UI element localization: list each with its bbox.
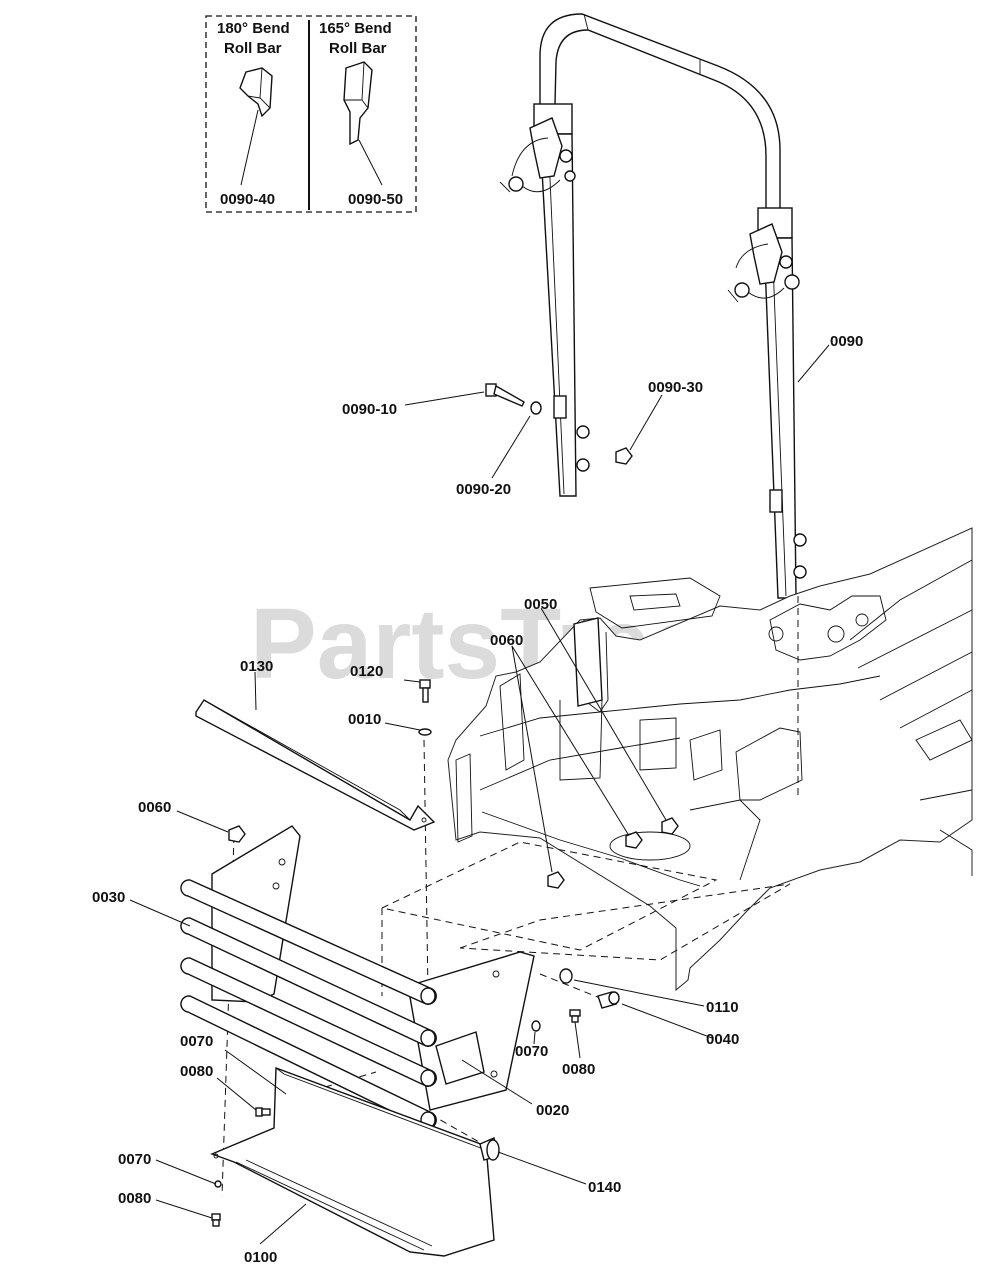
- bumper-tubes: [180, 879, 437, 1129]
- callout-0070-mid: 0070: [515, 1043, 548, 1060]
- roll-bar-bracket-165-icon: [343, 61, 373, 146]
- callout-0050: 0050: [524, 596, 557, 613]
- callout-0060-left: 0060: [138, 799, 171, 816]
- bumper-0030: [180, 825, 535, 1129]
- tractor-frame: [447, 527, 973, 992]
- inset-left-part-label: 0090-40: [220, 191, 275, 208]
- shield-0130: [195, 699, 436, 831]
- bolt-0080-bottom: [211, 1213, 221, 1227]
- washer-0070-mid: [531, 1020, 541, 1032]
- callout-0090: 0090: [830, 333, 863, 350]
- bolt-0080-mid: [569, 1009, 581, 1023]
- bolt-0040: [597, 991, 620, 1009]
- washer-0010: [418, 728, 432, 736]
- plug-0140: [479, 1137, 500, 1161]
- inset-left-title-1: 180° Bend: [217, 20, 290, 37]
- callout-0030: 0030: [92, 889, 125, 906]
- nut-0060-a: [625, 831, 643, 849]
- inset-left-title-2: Roll Bar: [224, 40, 282, 57]
- bolt-0080-left: [255, 1107, 271, 1117]
- bolt-0090-10: [485, 383, 525, 407]
- callout-0100: 0100: [244, 1249, 277, 1266]
- nut-0090-30: [615, 447, 633, 465]
- roll-bar: [499, 13, 807, 599]
- callout-0080-mid: 0080: [562, 1061, 595, 1078]
- washer-0090-20: [530, 401, 542, 415]
- callout-0120: 0120: [350, 663, 383, 680]
- plate-0100: [210, 1067, 495, 1257]
- callout-0010: 0010: [348, 711, 381, 728]
- inset-right-title-1: 165° Bend: [319, 20, 392, 37]
- callout-0090-30: 0090-30: [648, 379, 703, 396]
- leader-lines: [129, 344, 830, 1245]
- callout-0070-left: 0070: [180, 1033, 213, 1050]
- callout-0020: 0020: [536, 1102, 569, 1119]
- callout-0130: 0130: [240, 658, 273, 675]
- inset-right-title-2: Roll Bar: [329, 40, 387, 57]
- callout-0060-top: 0060: [490, 632, 523, 649]
- callout-0140: 0140: [588, 1179, 621, 1196]
- nut-0060-b: [547, 871, 565, 889]
- callout-0070-bottom: 0070: [118, 1151, 151, 1168]
- roll-bar-bracket-180-icon: [239, 67, 273, 118]
- callout-0080-left: 0080: [180, 1063, 213, 1080]
- callout-labels: 0090 0090-10 0090-20 0090-30 0050 0060 0…: [92, 333, 863, 1266]
- callout-0110: 0110: [706, 999, 739, 1016]
- inset-box: 180° Bend Roll Bar 165° Bend Roll Bar 00…: [205, 15, 417, 213]
- washer-0110: [559, 968, 573, 984]
- callout-0080-bottom: 0080: [118, 1190, 151, 1207]
- callout-0090-10: 0090-10: [342, 401, 397, 418]
- bolt-0120: [419, 679, 431, 703]
- callout-0090-20: 0090-20: [456, 481, 511, 498]
- nut-0050: [661, 817, 679, 835]
- callout-0040: 0040: [706, 1031, 739, 1048]
- nut-0060-left: [228, 825, 246, 843]
- inset-right-part-label: 0090-50: [348, 191, 403, 208]
